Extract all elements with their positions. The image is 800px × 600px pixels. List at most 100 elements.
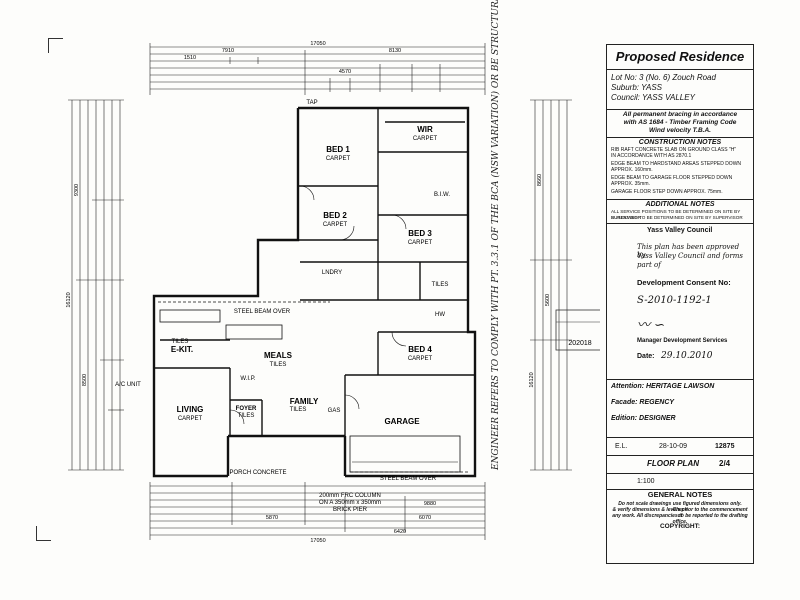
drawn-row: E.L. 28-10-09 12875 bbox=[607, 437, 753, 456]
date-value: 29.10.2010 bbox=[661, 351, 713, 361]
bracing-line-1: All permanent bracing in accordance bbox=[622, 111, 738, 118]
construction-note-2: IN ACCORDANCE WITH AS 2870.1 bbox=[611, 153, 692, 159]
approval-line-3: part of bbox=[637, 261, 661, 269]
garage-door bbox=[349, 435, 461, 473]
room-family-floor: TILES bbox=[290, 407, 307, 413]
top-dim-b: 8130 bbox=[389, 48, 401, 54]
steel-beam-note: STEEL BEAM OVER bbox=[234, 309, 291, 315]
general-heading: GENERAL NOTES bbox=[647, 490, 713, 499]
bottom-dim-d: 9880 bbox=[424, 501, 436, 507]
crop-mark-bottom-left bbox=[36, 526, 51, 541]
room-wir-floor: CARPET bbox=[413, 136, 438, 142]
edition-value: DESIGNER bbox=[639, 415, 676, 422]
bracing-line-2: with AS 1684 - Timber Framing Code bbox=[623, 119, 737, 126]
edition-label: Edition: bbox=[611, 415, 638, 422]
bottom-dim-c: 6420 bbox=[394, 529, 406, 535]
approval-stamp: 202018 bbox=[555, 309, 600, 351]
attention-value: HERITAGE LAWSON bbox=[646, 383, 715, 390]
attention-label: Attention: bbox=[611, 383, 645, 390]
general-note-1: Do not scale drawings use figured dimens… bbox=[618, 501, 742, 513]
lot-line: Lot No: 3 (No. 6) Zouch Road bbox=[611, 73, 716, 82]
scale-row: 1:100 bbox=[607, 473, 753, 490]
room-tiles: TILES bbox=[432, 282, 449, 288]
porch-note: PORCH CONCRETE bbox=[229, 470, 286, 476]
room-bed1-floor: CARPET bbox=[326, 156, 351, 162]
ac-unit-note: A/C UNIT bbox=[115, 382, 141, 388]
council-line: Council: YASS VALLEY bbox=[611, 93, 695, 102]
additional-note-1: ALL SERVICE POSITIONS TO BE DETERMINED O… bbox=[611, 209, 741, 220]
council-stamp-name: Yass Valley Council bbox=[647, 227, 713, 234]
room-meals-floor: TILES bbox=[270, 362, 287, 368]
general-notes-cell: GENERAL NOTES Do not scale drawings use … bbox=[607, 489, 753, 561]
left-dimensions bbox=[68, 99, 124, 471]
crop-mark-top-left bbox=[48, 38, 63, 53]
construction-note-3: EDGE BEAM TO HARDSTAND AREAS STEPPED DOW… bbox=[611, 161, 742, 167]
top-overall-dim: 17050 bbox=[310, 41, 325, 47]
room-lndry: LNDRY bbox=[322, 270, 342, 276]
top-dimensions bbox=[149, 43, 486, 95]
room-wir: WIR bbox=[417, 125, 433, 134]
general-note-2: & verify dimensions & levels prior to th… bbox=[612, 507, 748, 519]
drawn-by-value: E.L. bbox=[615, 443, 628, 450]
attention-cell: Attention: HERITAGE LAWSON Facade: REGEN… bbox=[607, 379, 753, 438]
construction-note-7: GARAGE FLOOR STEP DOWN APPROX. 75mm. bbox=[611, 189, 723, 195]
room-bed3-floor: CARPET bbox=[408, 240, 433, 246]
stamp-number: 202018 bbox=[568, 340, 591, 347]
floor-plan: 17050 7910 8130 4570 1510 16120 9300 850… bbox=[66, 0, 600, 544]
room-wip: W.I.P. bbox=[240, 376, 256, 382]
room-family: FAMILY bbox=[290, 397, 319, 406]
room-bed2-floor: CARPET bbox=[323, 222, 348, 228]
council-approval-cell: Yass Valley Council This plan has been a… bbox=[607, 223, 753, 380]
construction-notes-cell: CONSTRUCTION NOTES RIB RAFT CONCRETE SLA… bbox=[607, 137, 753, 200]
consent-number: S-2010-1192-1 bbox=[637, 295, 712, 306]
room-foyer-floor: TILES bbox=[238, 413, 255, 419]
sheet-row: FLOOR PLAN 2/4 bbox=[607, 455, 753, 474]
construction-note-1: RIB RAFT CONCRETE SLAB ON GROUND CLASS "… bbox=[611, 147, 737, 153]
date-label: Date: bbox=[637, 353, 655, 360]
lot-cell: Lot No: 3 (No. 6) Zouch Road Suburb: YAS… bbox=[607, 69, 753, 110]
top-dim-a: 7910 bbox=[222, 48, 234, 54]
kitchen-island bbox=[225, 324, 283, 340]
additional-notes-cell: ADDITIONAL NOTES ALL SERVICE POSITIONS T… bbox=[607, 199, 753, 224]
right-dimensions bbox=[530, 99, 572, 471]
approval-line-1: This plan has been approved by bbox=[637, 243, 740, 259]
pier-note-3: BRICK PIER bbox=[333, 507, 368, 513]
room-ekit: E-KIT. bbox=[171, 345, 193, 354]
room-ekit-floor: TILES bbox=[172, 339, 189, 345]
scale-value: 1:100 bbox=[637, 478, 655, 485]
bracing-line-3: Wind velocity T.B.A. bbox=[649, 127, 711, 134]
title-cell: Proposed Residence bbox=[607, 45, 753, 70]
room-bed3: BED 3 bbox=[408, 229, 432, 238]
room-biw: B.I.W. bbox=[434, 192, 450, 198]
approval-line-2: Yass Valley Council and forms bbox=[637, 252, 744, 260]
room-meals: MEALS bbox=[264, 351, 293, 360]
top-dim-c: 4570 bbox=[339, 69, 351, 75]
room-bed2: BED 2 bbox=[323, 211, 347, 220]
pier-note-1: 200mm FRC COLUMN bbox=[319, 493, 381, 499]
bottom-dim-b: 6070 bbox=[419, 515, 431, 521]
signature: 〰 ∽ bbox=[637, 318, 666, 333]
room-garage: GARAGE bbox=[384, 417, 420, 426]
consent-label: Development Consent No: bbox=[637, 278, 731, 287]
title-block: Proposed Residence Lot No: 3 (No. 6) Zou… bbox=[606, 44, 754, 564]
top-dim-d: 1510 bbox=[184, 55, 196, 61]
construction-note-5: EDGE BEAM TO GARAGE FLOOR STEPPED DOWN bbox=[611, 175, 733, 181]
copyright-heading: COPYRIGHT: bbox=[659, 523, 701, 530]
bracing-cell: All permanent bracing in accordance with… bbox=[607, 109, 753, 138]
sheet-title-value: FLOOR PLAN bbox=[647, 459, 699, 468]
right-dim-a: 8660 bbox=[537, 174, 543, 186]
internal-walls bbox=[154, 108, 475, 436]
left-dim-a: 9300 bbox=[74, 184, 80, 196]
project-title: Proposed Residence bbox=[615, 49, 745, 64]
left-dim-b: 8500 bbox=[82, 374, 88, 386]
room-bed4: BED 4 bbox=[408, 345, 432, 354]
gas-note: GAS bbox=[328, 408, 341, 414]
construction-note-6: APPROX. 35mm. bbox=[611, 181, 650, 187]
right-dim-b: 5600 bbox=[545, 294, 551, 306]
additional-heading: ADDITIONAL NOTES bbox=[645, 201, 715, 208]
facade-value: REGENCY bbox=[639, 399, 675, 406]
kitchen-bench bbox=[159, 309, 221, 323]
general-note-3: any work. All discrepancies to be report… bbox=[612, 513, 748, 525]
handwritten-engineer-note: ENGINEER REFERS TO COMPLY WITH PT. 3.3.1… bbox=[490, 0, 501, 471]
construction-note-4: APPROX. 160mm. bbox=[611, 167, 653, 173]
